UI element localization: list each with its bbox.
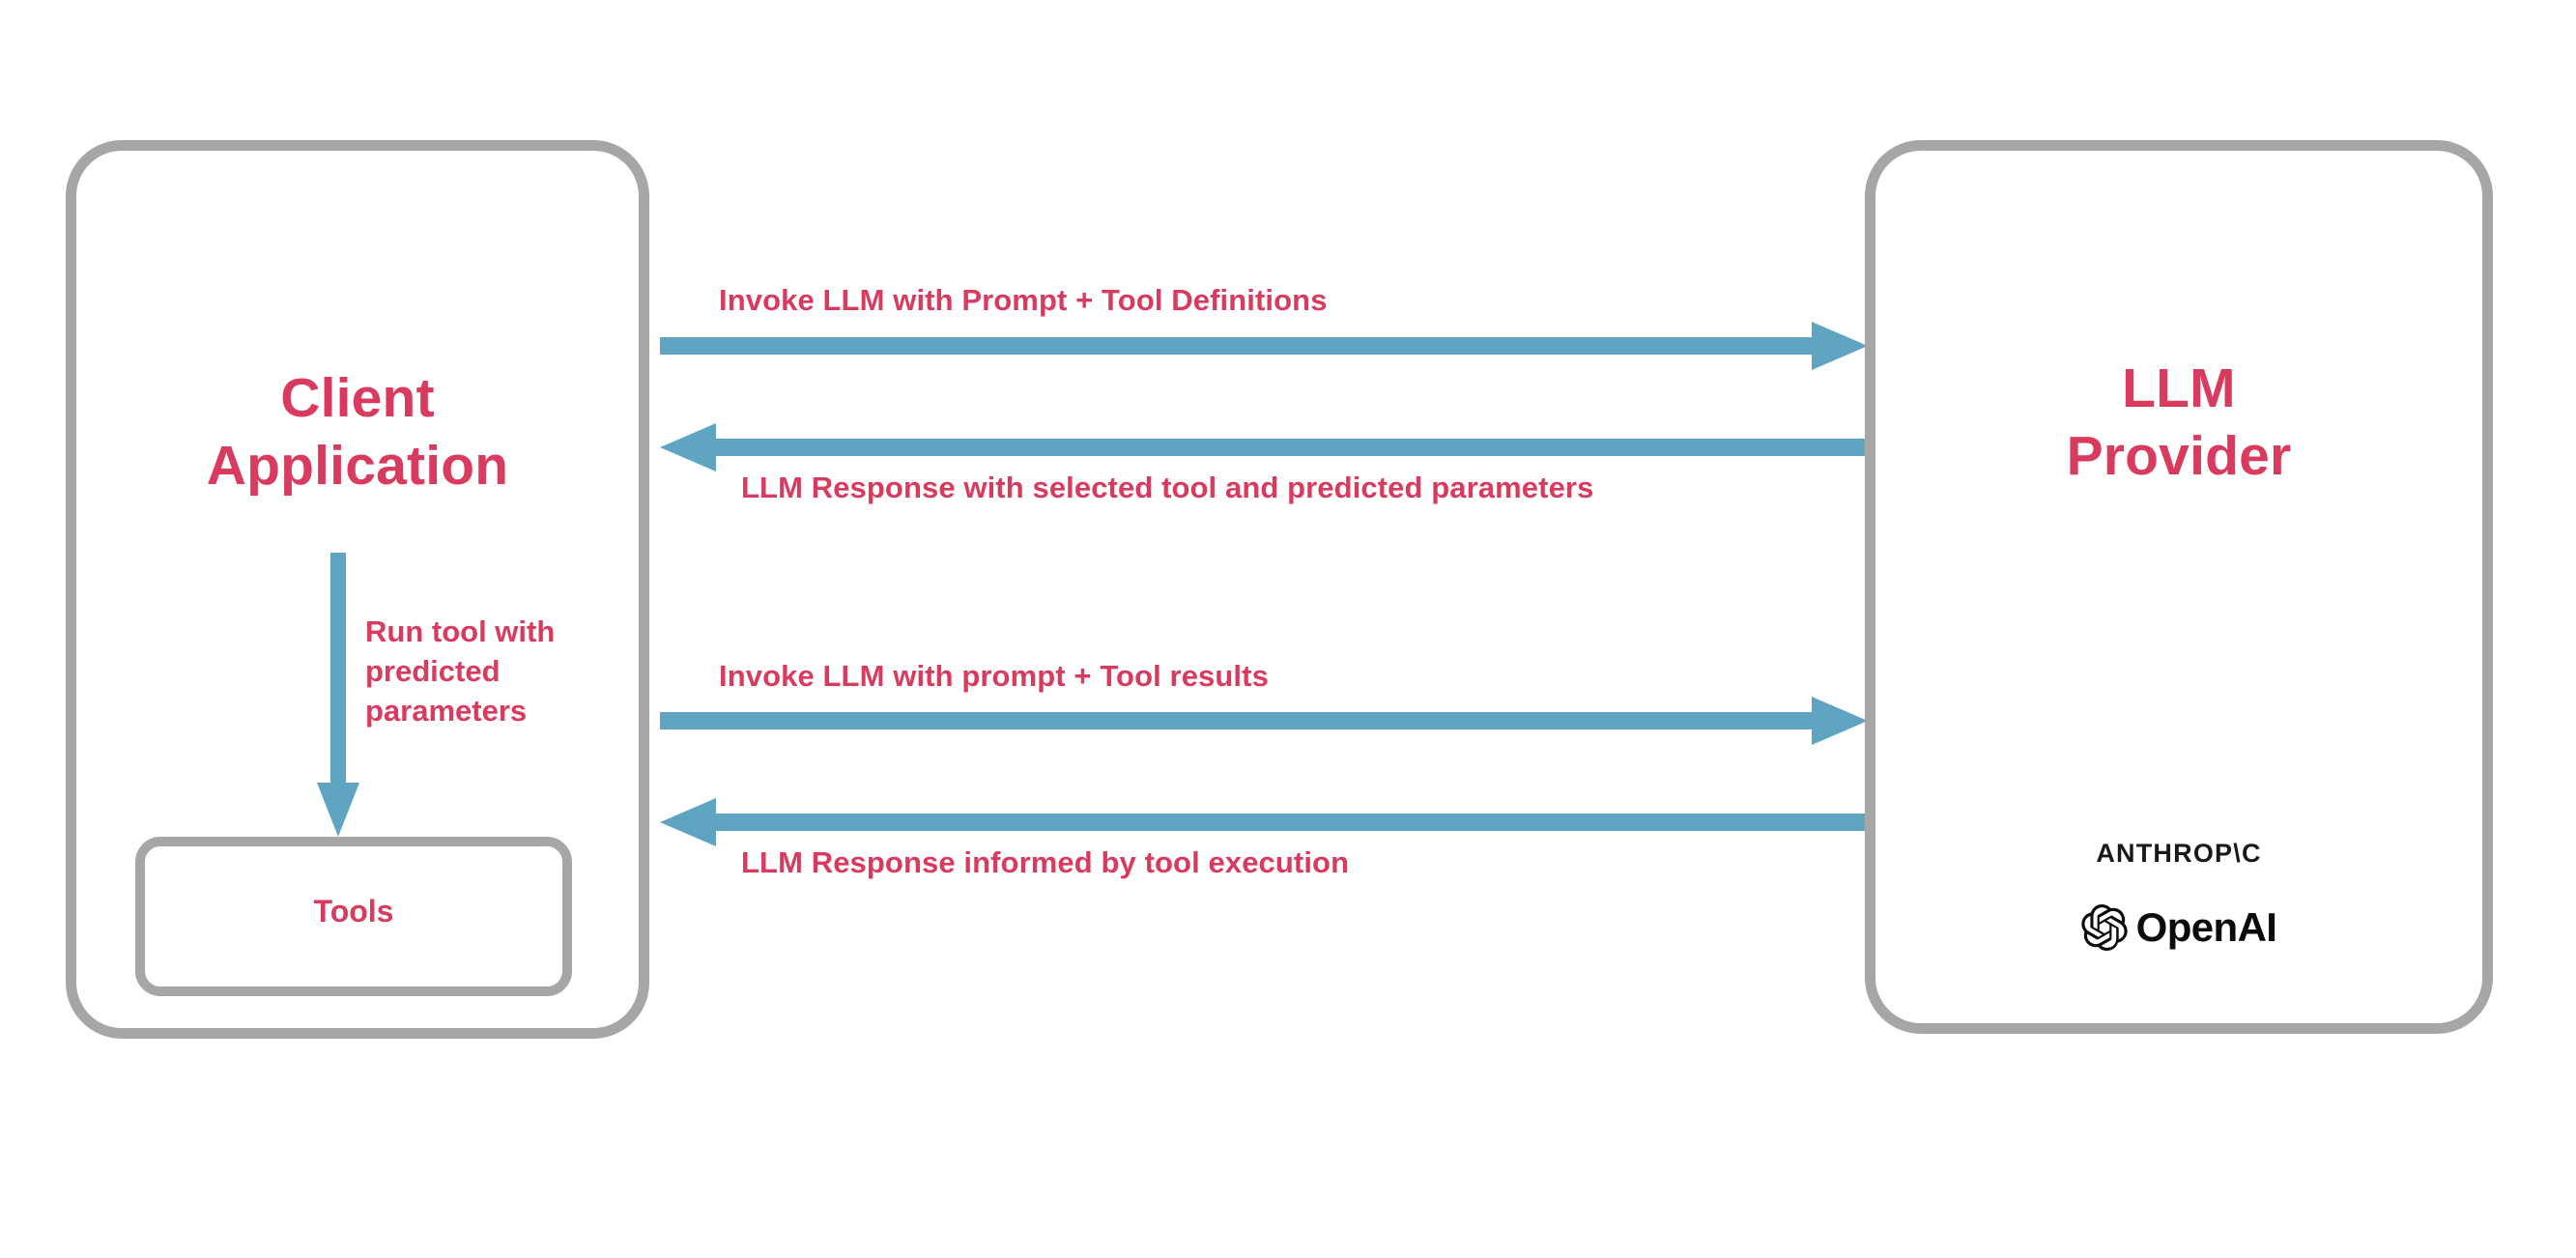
openai-mark-icon bbox=[2081, 904, 2128, 951]
anthropic-logo: ANTHROP\C bbox=[2096, 839, 2262, 868]
message-arrow-invoke-1 bbox=[660, 319, 1868, 373]
openai-wordmark: OpenAI bbox=[2135, 904, 2277, 950]
llm-provider-title: LLM Provider bbox=[2066, 357, 2292, 487]
tools-label: Tools bbox=[313, 894, 394, 929]
message-label-invoke-1: Invoke LLM with Prompt + Tool Definition… bbox=[719, 283, 1328, 317]
llm-provider-node[interactable] bbox=[1865, 140, 2493, 1034]
message-arrow-invoke-2 bbox=[660, 694, 1868, 748]
message-arrow-response-1 bbox=[660, 420, 1868, 474]
message-label-response-2: LLM Response informed by tool execution bbox=[741, 845, 1350, 879]
client-application-title: Client Application bbox=[206, 367, 509, 497]
run-tool-arrow bbox=[311, 553, 365, 843]
openai-logo: OpenAI bbox=[1865, 904, 2493, 951]
run-tool-arrow-label: Run tool with predicted parameters bbox=[365, 615, 556, 729]
tools-node[interactable] bbox=[135, 837, 572, 996]
message-arrow-response-2 bbox=[660, 795, 1868, 849]
message-label-response-1: LLM Response with selected tool and pred… bbox=[741, 471, 1594, 504]
message-label-invoke-2: Invoke LLM with prompt + Tool results bbox=[719, 659, 1269, 693]
